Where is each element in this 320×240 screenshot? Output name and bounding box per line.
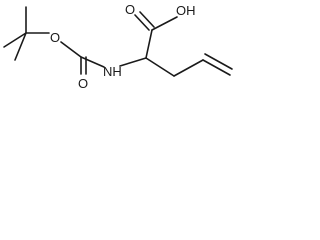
ester-oxygen-label: O [50,30,60,45]
carbonyl-oxygen-label: O [78,76,88,91]
bond-vinyl-1 [202,59,231,76]
bond-carboxyl-oh [151,16,178,31]
bond-carboxyl-o-2 [139,11,155,28]
acid-hydroxyl-label: OH [176,3,196,18]
bond-nh-alpha [119,57,147,67]
bond-alpha-ch2 [145,57,175,77]
amine-label: NH [103,64,122,79]
bond-ester-o-carbonyl [60,41,82,58]
bond-vinyl-2 [204,53,233,70]
molecule-structure: O O NH OH O [3,2,233,91]
bond-ch2-ch [173,59,204,77]
bond-alpha-carboxyl [145,29,153,59]
bond-carbonyl-to-nh [80,56,105,68]
bond-methyl-bottom [14,32,27,61]
bond-carboxyl-o-1 [134,14,150,31]
bond-methyl-left [3,32,27,48]
acid-carbonyl-oxygen-label: O [125,2,135,17]
